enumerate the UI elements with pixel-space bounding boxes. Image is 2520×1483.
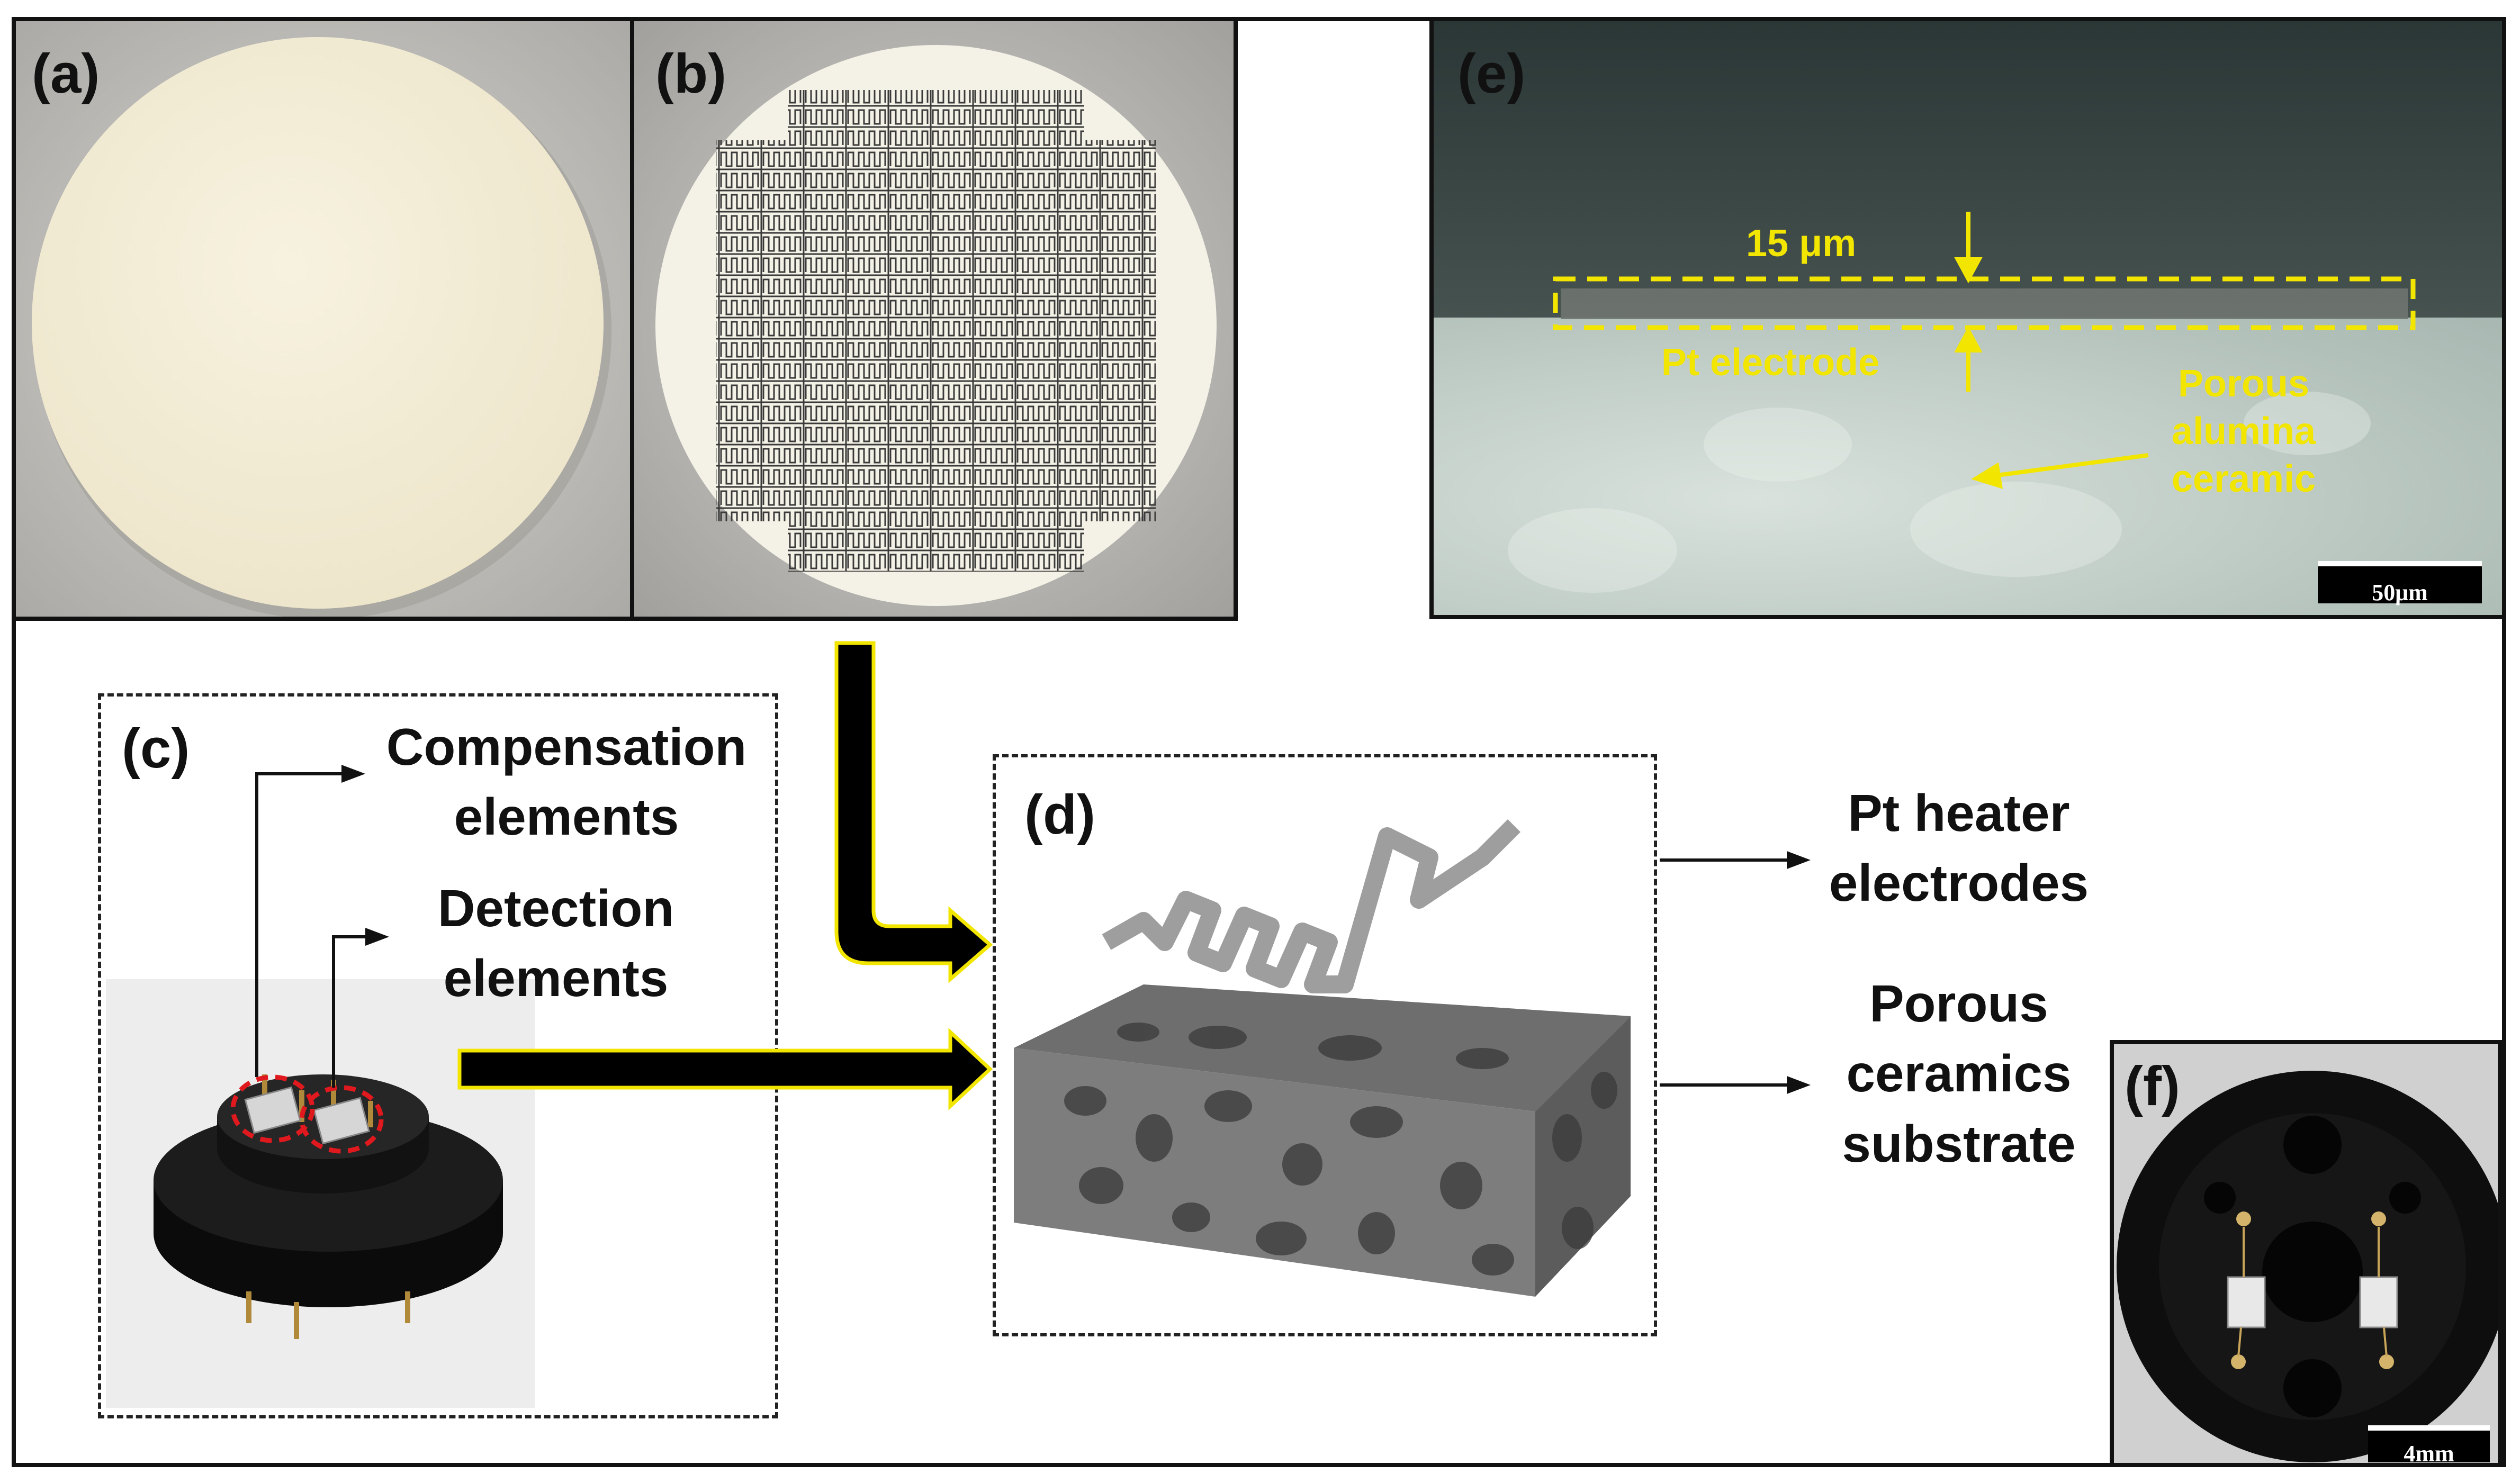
panel-f: (f) 4mm [2110, 1040, 2502, 1467]
thickness-label: 15 μm [1746, 222, 1857, 265]
porous-alumina-label: Porous alumina ceramic [2171, 363, 2316, 500]
blank-disc-photo [16, 21, 630, 617]
serpentine-electrode-array [716, 90, 1156, 572]
pt-electrode-layer [1561, 288, 2408, 319]
thickness-arrows [1954, 212, 1983, 392]
panel-a: (a) [16, 21, 630, 617]
panel-c-label: (c) [122, 718, 190, 780]
panel-f-label: (f) [2125, 1055, 2180, 1117]
detection-chip [2359, 1276, 2398, 1328]
scale-bar-50um: 50μm [2318, 561, 2482, 605]
electrode-highlight-box [1553, 276, 2416, 330]
panel-e-label: (e) [1457, 43, 1526, 105]
electrode-disc-photo [634, 21, 1234, 617]
panel-d-box [993, 754, 1657, 1336]
sensor-photo [2114, 1044, 2498, 1463]
panel-d-label: (d) [1024, 784, 1096, 846]
detection-elements-label: Detection elements [437, 879, 674, 1008]
porous-ceramics-substrate-label: Porous ceramics substrate [1842, 974, 2076, 1173]
panel-b: (b) [630, 21, 1234, 617]
panel-e: (e) 15 μm Pt electrode Porous alumina ce… [1429, 21, 2502, 619]
pt-electrode-label: Pt electrode [1661, 341, 1880, 384]
scale-bar-4mm: 4mm [2368, 1425, 2490, 1463]
panel-b-label: (b) [655, 43, 727, 105]
panel-a-label: (a) [32, 43, 100, 105]
cross-section-micrograph [1434, 21, 2502, 615]
alumina-disc [32, 37, 604, 609]
compensation-chip [2227, 1276, 2266, 1328]
compensation-elements-label: Compensation elements [386, 718, 747, 846]
pt-heater-electrodes-label: Pt heater electrodes [1829, 784, 2089, 912]
ceramic-pointer-arrow [1971, 453, 2149, 489]
figure-frame [12, 17, 2506, 1467]
